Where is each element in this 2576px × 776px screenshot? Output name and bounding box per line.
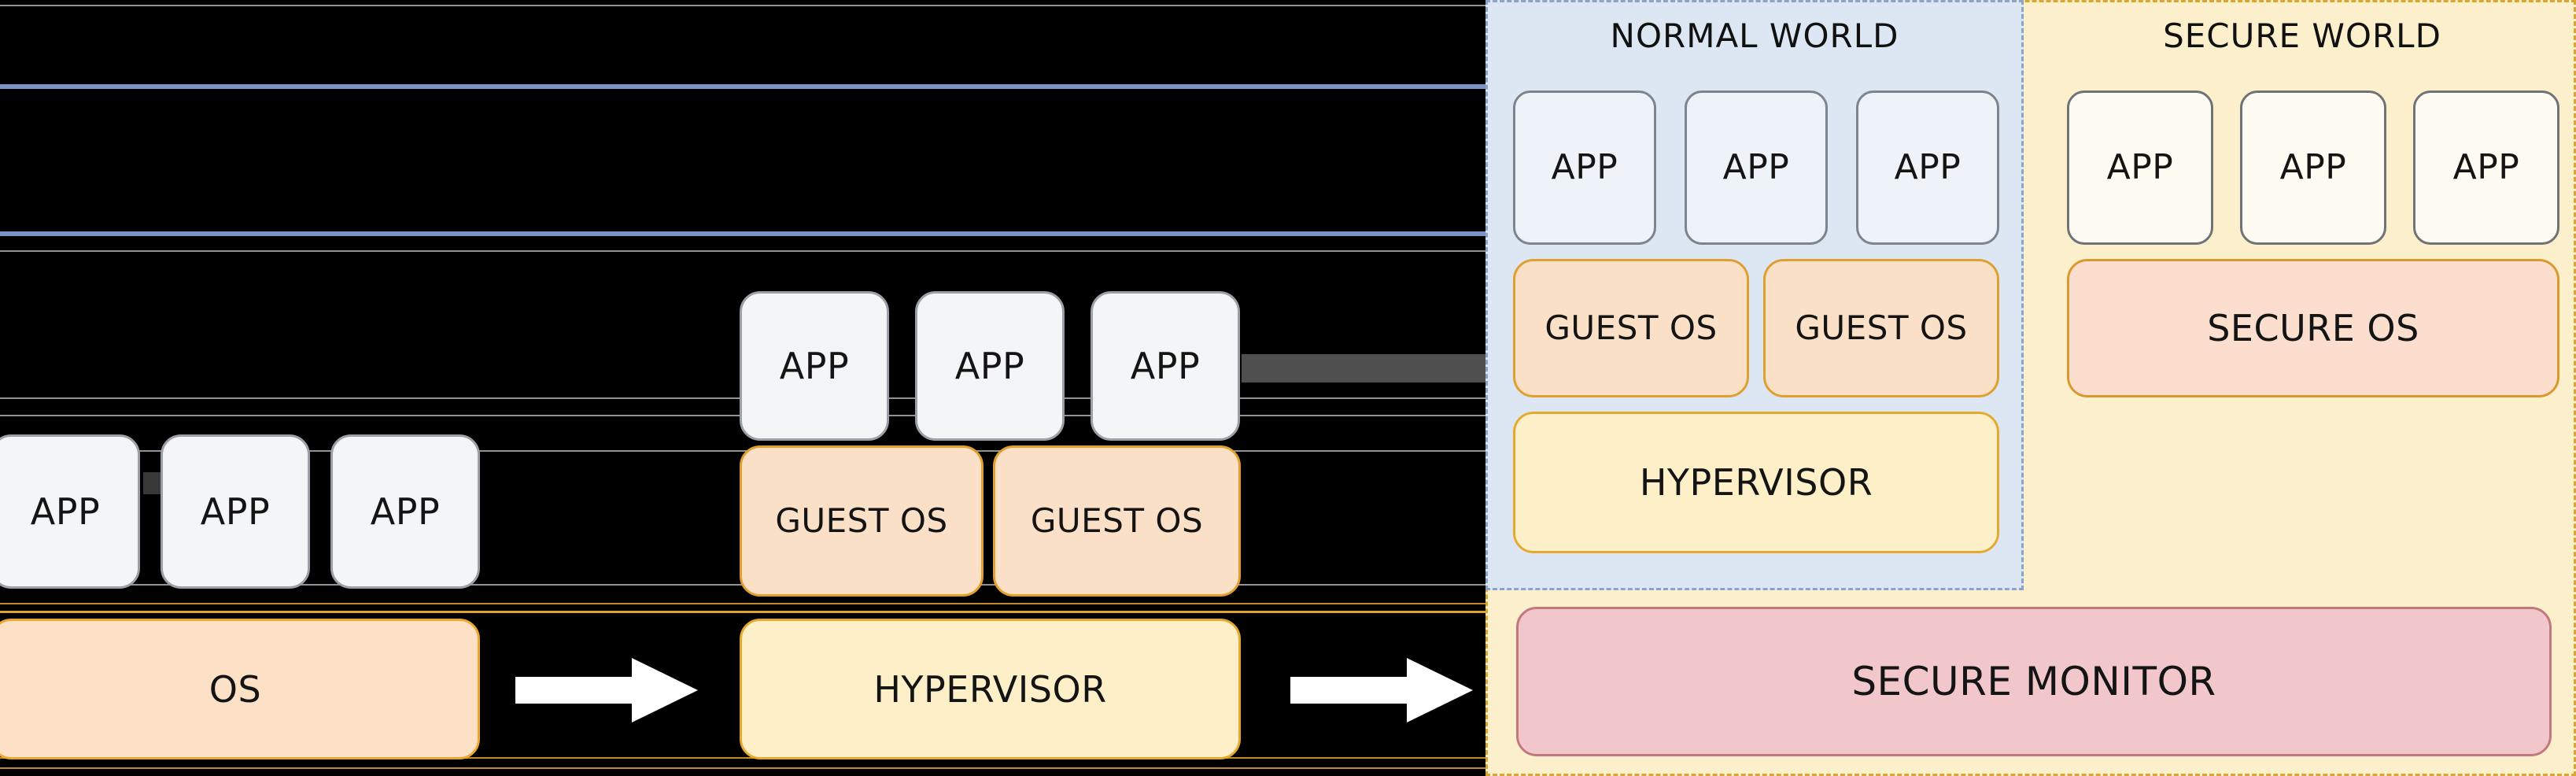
rule-line	[0, 84, 1485, 89]
guest-os-box[interactable]: GUEST OS	[993, 445, 1241, 597]
app-box[interactable]: APP	[2240, 91, 2386, 245]
hypervisor-box[interactable]: HYPERVISOR	[740, 619, 1241, 759]
normal-world-panel: NORMAL WORLD APP APP APP GUEST OS GUEST …	[1485, 0, 2024, 590]
rule-line	[0, 611, 1485, 613]
gray-smudge	[1242, 354, 1485, 382]
app-box[interactable]: APP	[1513, 91, 1656, 245]
app-box[interactable]: APP	[1685, 91, 1828, 245]
guest-os-box[interactable]: GUEST OS	[1763, 259, 1999, 397]
app-box[interactable]: APP	[161, 434, 310, 589]
app-box[interactable]: APP	[1091, 291, 1240, 441]
rule-line	[0, 767, 1485, 769]
app-box[interactable]: APP	[740, 291, 889, 441]
secure-os-box[interactable]: SECURE OS	[2067, 259, 2559, 397]
hypervisor-box[interactable]: HYPERVISOR	[1513, 412, 1999, 553]
app-box[interactable]: APP	[330, 434, 480, 589]
normal-world-title: NORMAL WORLD	[1610, 17, 1899, 55]
right-arrow-icon	[1290, 656, 1473, 724]
app-box[interactable]: APP	[915, 291, 1065, 441]
secure-world-title: SECURE WORLD	[2163, 17, 2441, 55]
app-box[interactable]: APP	[1856, 91, 1999, 245]
rule-line	[0, 250, 1485, 252]
guest-os-box[interactable]: GUEST OS	[1513, 259, 1749, 397]
secure-monitor-box[interactable]: SECURE MONITOR	[1516, 607, 2552, 756]
rule-line	[0, 603, 1485, 604]
left-black-canvas: APP APP APP OS APP APP APP GUEST OS GUES…	[0, 5, 1485, 769]
guest-os-box[interactable]: GUEST OS	[740, 445, 984, 597]
right-arrow-icon	[515, 656, 698, 724]
rule-line	[0, 5, 1485, 6]
os-box[interactable]: OS	[0, 619, 480, 759]
rule-line	[0, 231, 1485, 236]
app-box[interactable]: APP	[2067, 91, 2213, 245]
app-box[interactable]: APP	[0, 434, 140, 589]
app-box[interactable]: APP	[2413, 91, 2559, 245]
